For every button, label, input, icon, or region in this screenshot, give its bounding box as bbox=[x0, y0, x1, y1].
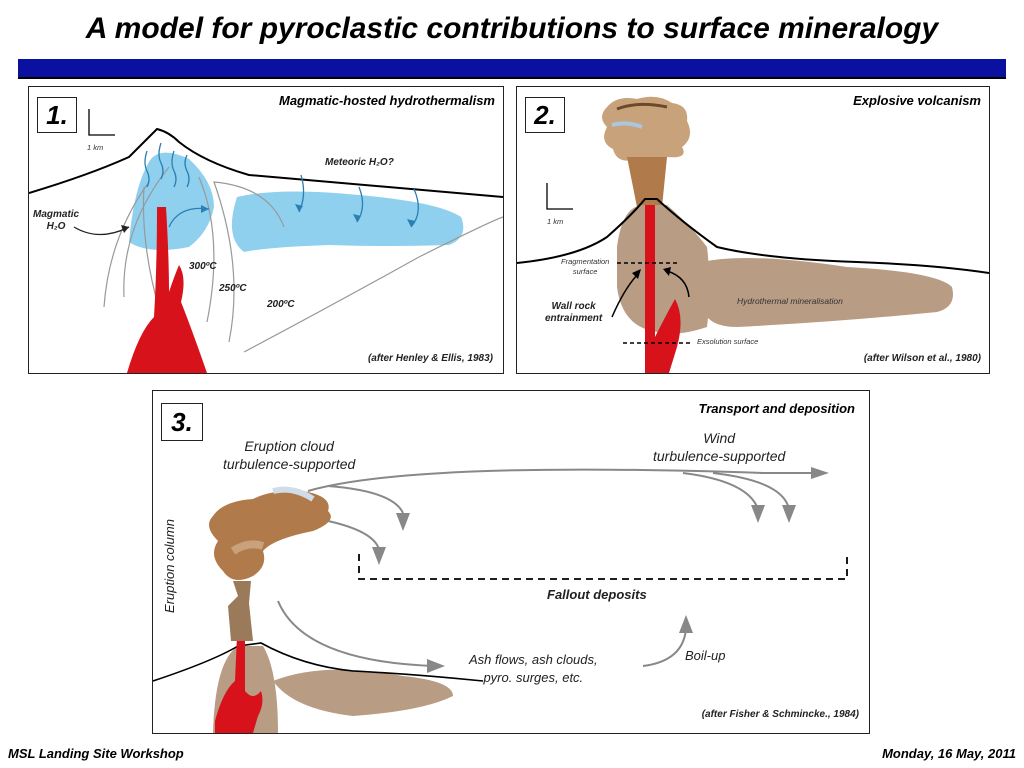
hydrothermal-zone bbox=[702, 258, 953, 327]
panel1-scale-label: 1 km bbox=[87, 143, 104, 152]
panel2-number: 2. bbox=[525, 97, 565, 133]
ash-flows-label: Ash flows, ash clouds, pyro. surges, etc… bbox=[469, 651, 598, 687]
eruption-cloud bbox=[209, 490, 331, 580]
boilup-label: Boil-up bbox=[685, 648, 726, 663]
ash-flows-line2: pyro. surges, etc. bbox=[483, 670, 584, 685]
scale-bar bbox=[546, 183, 573, 210]
isotherm-250 bbox=[213, 181, 285, 343]
isotherm-250-label: 250ºC bbox=[219, 283, 247, 294]
panel2-scale-label: 1 km bbox=[547, 217, 564, 226]
isotherm-300 bbox=[198, 176, 215, 323]
isotherm-200-label: 200ºC bbox=[267, 299, 295, 310]
panel1-citation: (after Henley & Ellis, 1983) bbox=[367, 353, 493, 364]
panel2-citation: (after Wilson et al., 1980) bbox=[863, 353, 981, 364]
magmatic-water-line1: Magmatic bbox=[33, 209, 80, 220]
magma-body bbox=[127, 207, 207, 373]
magmatic-water-body bbox=[129, 152, 214, 251]
eruption-cloud-label: Eruption cloud turbulence-supported bbox=[223, 437, 355, 473]
eruption-cloud-line1: Eruption cloud bbox=[244, 438, 334, 454]
wind-line2: turbulence-supported bbox=[653, 448, 786, 464]
eruption-column bbox=[228, 581, 253, 641]
footer-right: Monday, 16 May, 2011 bbox=[882, 746, 1016, 761]
ash-cloud bbox=[602, 96, 691, 163]
slide-title: A model for pyroclastic contributions to… bbox=[85, 12, 939, 45]
exsolution-label: Exsolution surface bbox=[697, 337, 759, 346]
magma-conduit bbox=[215, 636, 263, 733]
panel2-illustration bbox=[517, 96, 989, 373]
fragmentation-line2: surface bbox=[572, 267, 598, 276]
magmatic-water-line2: H₂O bbox=[46, 221, 66, 232]
fallout-bracket bbox=[358, 554, 848, 580]
panel2-title: Explosive volcanism bbox=[853, 93, 981, 108]
wall-rock-line2: entrainment bbox=[545, 313, 603, 324]
panel-explosive-volcanism: 2. Explosive volcanism 1 km Fragmentatio… bbox=[516, 86, 990, 374]
eruption-cloud-line2: turbulence-supported bbox=[223, 456, 356, 472]
ash-flows-line1: Ash flows, ash clouds, bbox=[469, 652, 598, 667]
fragmentation-line1: Fragmentation bbox=[561, 257, 610, 266]
panel1-illustration bbox=[29, 109, 503, 373]
panel3-citation: (after Fisher & Schmincke., 1984) bbox=[701, 709, 859, 720]
panel1-title: Magmatic-hosted hydrothermalism bbox=[279, 93, 495, 108]
panel3-number: 3. bbox=[161, 403, 203, 441]
title-accent-bar bbox=[18, 59, 1006, 79]
scale-bar bbox=[88, 109, 115, 136]
ash-flow-deposit bbox=[273, 669, 453, 716]
panel-transport-deposition: 3. Transport and deposition Eruption clo… bbox=[152, 390, 870, 734]
isotherm-200 bbox=[243, 216, 503, 353]
ground-surface bbox=[153, 642, 484, 682]
meteoric-water-label: Meteoric H₂O? bbox=[325, 157, 394, 168]
magmatic-water-label: Magmatic H₂O bbox=[33, 209, 79, 233]
wind-line1: Wind bbox=[703, 430, 736, 446]
wind-label: Wind turbulence-supported bbox=[653, 429, 785, 465]
eruption-column-label: Eruption column bbox=[161, 519, 177, 613]
wall-rock-line1: Wall rock bbox=[551, 301, 596, 312]
eruption-column bbox=[627, 157, 667, 207]
ground-surface bbox=[517, 198, 989, 274]
ground-surface bbox=[29, 127, 503, 198]
footer-left: MSL Landing Site Workshop bbox=[8, 746, 184, 761]
isotherm-300-label: 300ºC bbox=[189, 261, 217, 272]
wall-rock-label: Wall rock entrainment bbox=[545, 301, 602, 325]
wall-rock-zone bbox=[617, 205, 710, 334]
fallout-label: Fallout deposits bbox=[547, 587, 647, 602]
panel3-illustration bbox=[153, 467, 848, 733]
magma-conduit bbox=[645, 205, 681, 373]
meteoric-water-body bbox=[231, 191, 464, 252]
panel3-title: Transport and deposition bbox=[698, 401, 856, 416]
hydrothermal-label: Hydrothermal mineralisation bbox=[737, 296, 843, 306]
fragmentation-label: Fragmentation surface bbox=[561, 257, 609, 277]
panel-magmatic-hydrothermalism: 1. Magmatic-hosted hydrothermalism 1 km … bbox=[28, 86, 504, 374]
panel1-number: 1. bbox=[37, 97, 77, 133]
